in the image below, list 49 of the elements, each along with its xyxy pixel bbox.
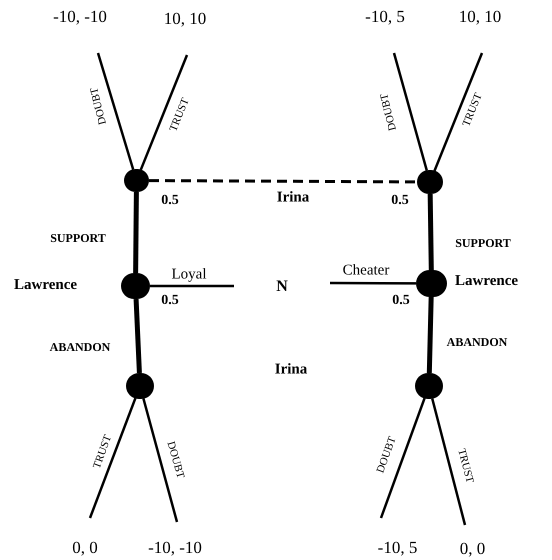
- player-label: Lawrence: [14, 276, 78, 295]
- player-label: Irina: [276, 190, 310, 206]
- decision-node: [124, 169, 149, 192]
- branch-line: [140, 54, 188, 170]
- branch-line: [150, 284, 234, 288]
- payoff-text: 0, 0: [72, 536, 98, 558]
- probability-label: 0.5: [161, 294, 179, 308]
- thick-branch-line: [426, 296, 434, 374]
- dashed-line: [149, 179, 417, 184]
- edge-label: SUPPORT: [455, 237, 511, 249]
- payoff-text: -10, 5: [378, 536, 418, 558]
- decision-node: [417, 170, 443, 194]
- payoff-text: 10, 10: [164, 8, 206, 30]
- probability-label: 0.5: [392, 294, 410, 308]
- payoff-text: -10, -10: [148, 536, 202, 558]
- thick-branch-line: [428, 194, 434, 270]
- branch-line: [142, 398, 178, 522]
- edge-label: DOUBT: [379, 92, 399, 132]
- edge-label: TRUST: [92, 434, 114, 470]
- branch-line: [392, 52, 428, 171]
- decision-node: [121, 273, 150, 299]
- edge-label: SUPPORT: [50, 232, 106, 244]
- branch-line: [96, 52, 134, 170]
- branch-line: [431, 398, 466, 526]
- edge-label: DOUBT: [164, 440, 186, 480]
- payoff-text: -10, -10: [53, 6, 107, 28]
- branch-line: [330, 282, 416, 285]
- branch-line: [380, 398, 426, 518]
- probability-label: 0.5: [391, 194, 409, 208]
- branch-line: [88, 398, 137, 518]
- thick-branch-line: [133, 192, 139, 274]
- edge-label: ABANDON: [50, 341, 110, 353]
- player-label: Irina: [274, 362, 308, 378]
- player-label: Lawrence: [455, 272, 518, 291]
- decision-node: [126, 373, 154, 399]
- probability-label: 0.5: [161, 194, 179, 208]
- decision-node: [416, 270, 447, 297]
- decision-node: [415, 373, 443, 399]
- payoff-text: -10, 5: [365, 6, 405, 28]
- edge-label: DOUBT: [89, 86, 109, 126]
- edge-label: Loyal: [172, 268, 206, 282]
- payoff-text: 10, 10: [458, 6, 502, 28]
- branch-line: [433, 52, 484, 172]
- payoff-text: 0, 0: [460, 538, 486, 559]
- thick-branch-line: [134, 298, 142, 374]
- chance-node-label: N: [276, 277, 288, 297]
- edge-label: TRUST: [455, 448, 475, 484]
- edge-label: Cheater: [342, 264, 390, 278]
- edge-label: ABANDON: [446, 336, 508, 348]
